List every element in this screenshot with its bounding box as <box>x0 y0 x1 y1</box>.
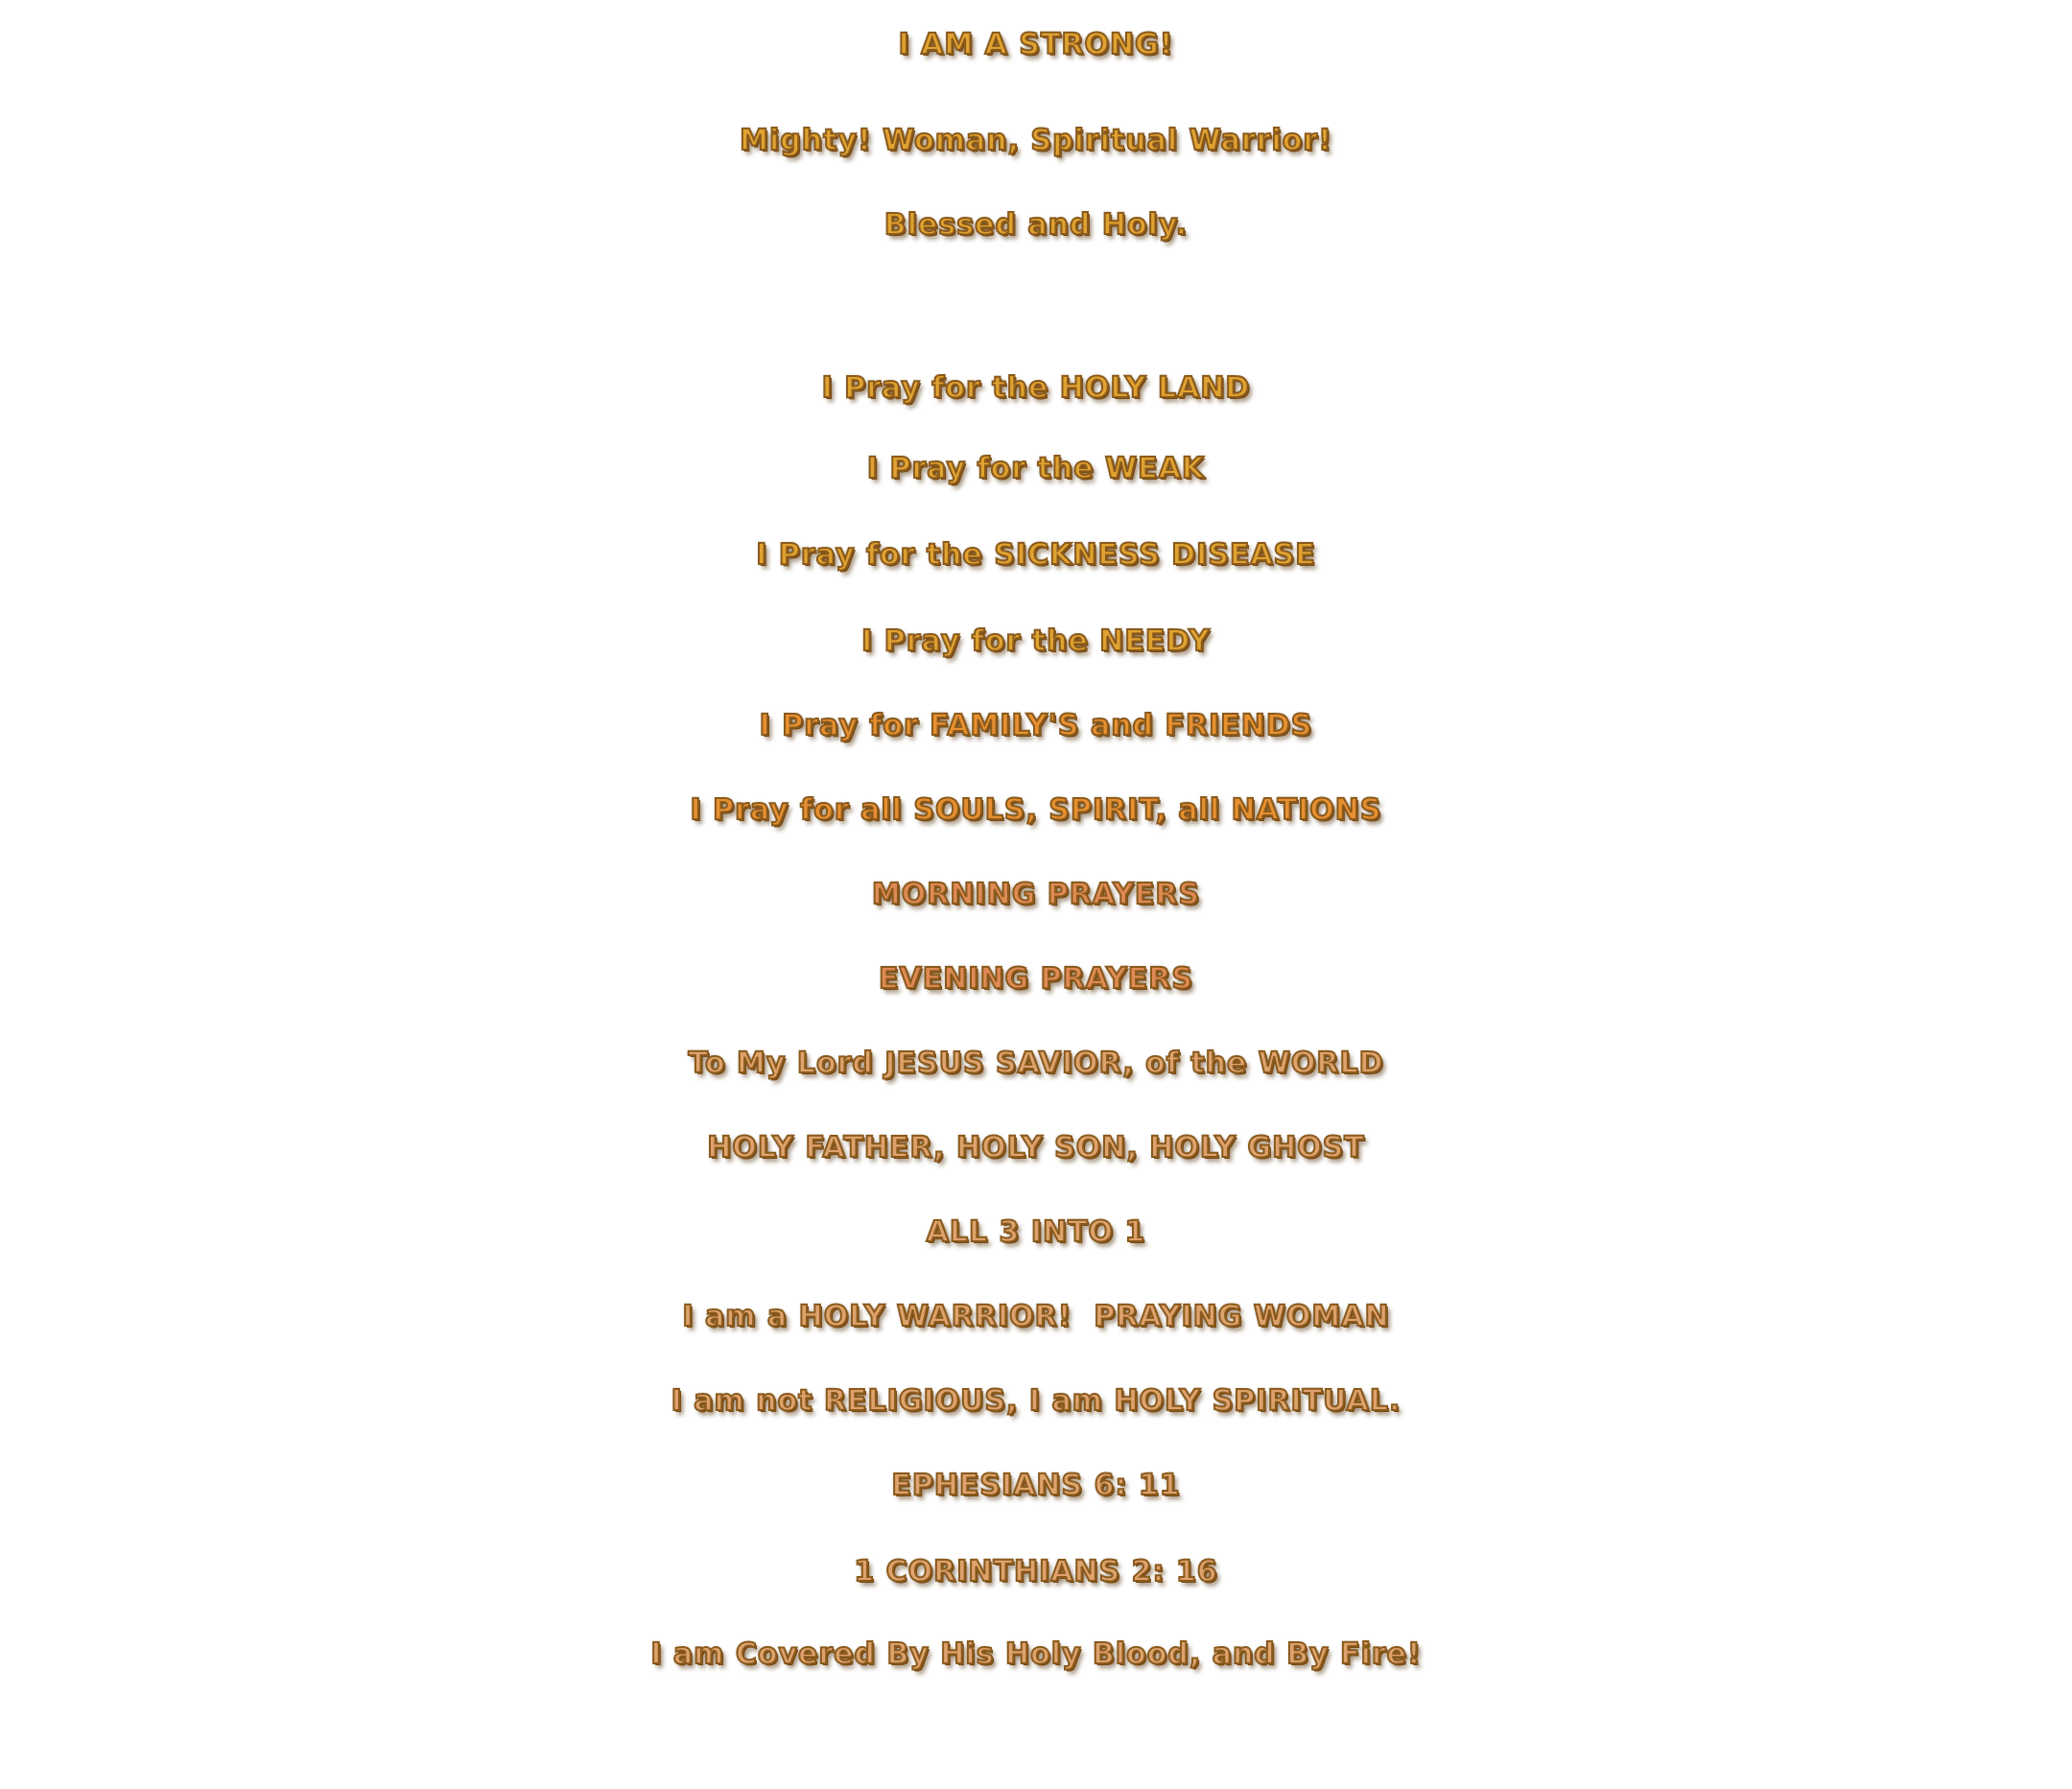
poem-line-10: MORNING PRAYERS <box>871 877 1201 912</box>
poem-line-18: 1 CORINTHIANS 2: 16 <box>853 1554 1218 1589</box>
poem-line-13: HOLY FATHER, HOLY SON, HOLY GHOST <box>706 1130 1365 1165</box>
poem-line-2: Mighty! Woman, Spiritual Warrior! <box>739 123 1332 158</box>
poem-line-7: I Pray for the NEEDY <box>860 624 1211 659</box>
poem-line-16: I am not RELIGIOUS, I am HOLY SPIRITUAL. <box>671 1383 1401 1419</box>
poem-line-11: EVENING PRAYERS <box>878 961 1193 997</box>
poem-line-6: I Pray for the SICKNESS DISEASE <box>755 537 1316 573</box>
poem-line-19: I am Covered By His Holy Blood, and By F… <box>649 1636 1422 1672</box>
poem-line-3: Blessed and Holy. <box>883 207 1189 243</box>
poem-line-15: I am a HOLY WARRIOR! PRAYING WOMAN <box>681 1299 1390 1334</box>
poem-line-17: EPHESIANS 6: 11 <box>890 1468 1181 1503</box>
poem-line-1: I AM A STRONG! <box>898 27 1174 62</box>
poem-line-4: I Pray for the HOLY LAND <box>821 370 1251 406</box>
poem-line-14: ALL 3 INTO 1 <box>926 1214 1146 1250</box>
poem-line-9: I Pray for all SOULS, SPIRIT, all NATION… <box>689 792 1382 828</box>
poem-line-12: To My Lord JESUS SAVIOR, of the WORLD <box>688 1046 1384 1081</box>
poem-line-8: I Pray for FAMILY'S and FRIENDS <box>759 708 1313 743</box>
poem-line-5: I Pray for the WEAK <box>866 451 1206 486</box>
